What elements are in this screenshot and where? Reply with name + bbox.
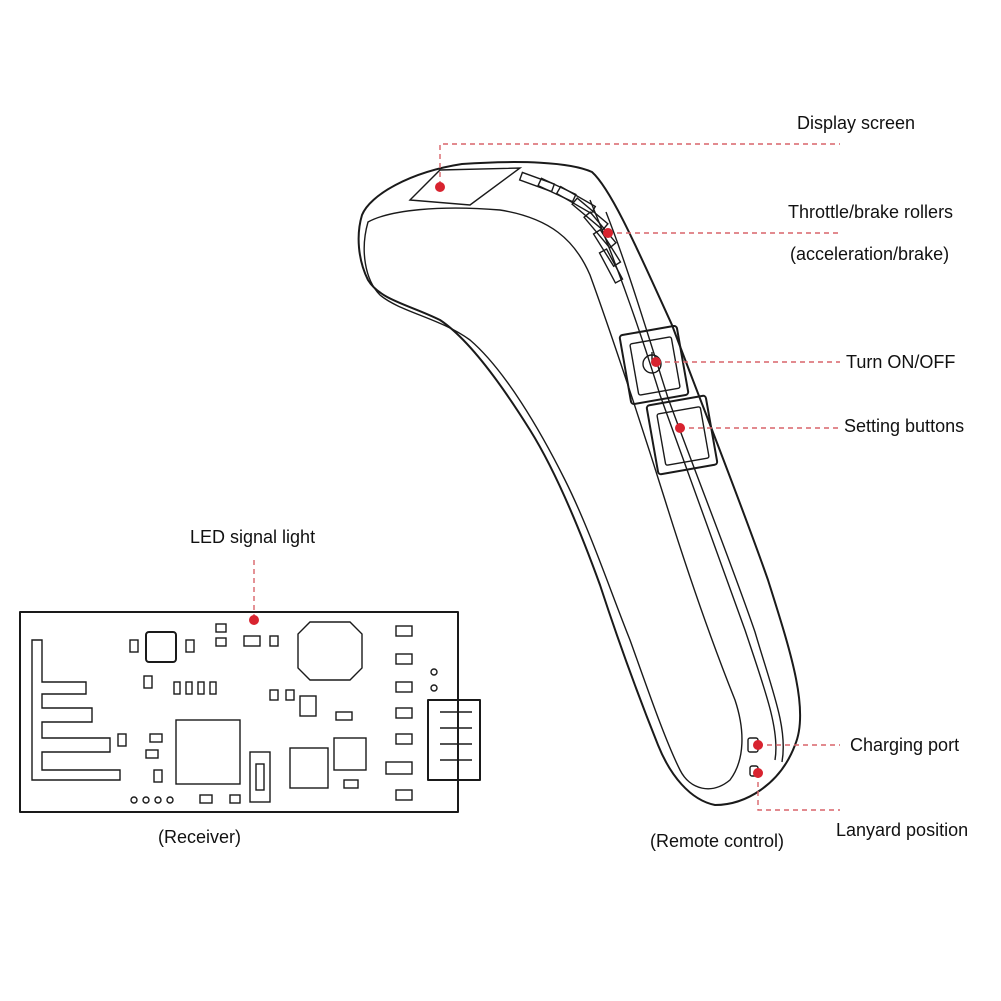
- square-module: [297, 621, 363, 681]
- callout-lines: [253, 143, 840, 811]
- throttle-rollers: [518, 171, 624, 284]
- caption-remote-control: (Remote control): [650, 831, 785, 851]
- dot-setting-buttons: [675, 423, 685, 433]
- remote-side-edge: [589, 199, 777, 761]
- small-components: [117, 623, 359, 804]
- dot-led-signal-light: [249, 615, 259, 625]
- reset-button-inner: [255, 763, 265, 791]
- label-charging-port: Charging port: [850, 735, 960, 755]
- receiver-pcb-outline: [19, 611, 459, 813]
- caption-receiver: (Receiver): [158, 827, 242, 847]
- callout-dots: [249, 182, 763, 778]
- dot-lanyard-position: [753, 768, 763, 778]
- setting-button-drawing: [645, 394, 719, 476]
- label-display-screen: Display screen: [797, 113, 916, 133]
- dot-charging-port: [753, 740, 763, 750]
- crystal-chip: [145, 631, 177, 663]
- dot-throttle-rollers: [603, 228, 613, 238]
- flash-chip: [289, 747, 329, 789]
- led-column: [385, 625, 438, 801]
- receiver-board-drawing: [19, 611, 481, 813]
- ic-chip: [333, 737, 367, 771]
- label-throttle-rollers: Throttle/brake rollers: [788, 202, 954, 222]
- reset-button: [249, 751, 271, 803]
- callout-lanyard-position: [757, 773, 840, 811]
- callout-display-screen: [439, 143, 840, 186]
- remote-front-face: [363, 207, 743, 790]
- dot-display-screen: [435, 182, 445, 192]
- label-turn-on-off: Turn ON/OFF: [846, 352, 956, 372]
- remote-body-outline: [357, 161, 802, 806]
- label-setting-buttons: Setting buttons: [844, 416, 965, 436]
- main-chip: [175, 719, 241, 785]
- dot-turn-on-off: [651, 357, 661, 367]
- label-led-signal-light: LED signal light: [190, 527, 316, 547]
- display-screen-window: [408, 167, 523, 206]
- board-connector: [427, 699, 481, 781]
- label-throttle-rollers-detail: (acceleration/brake): [790, 244, 950, 264]
- remote-control-drawing: [357, 161, 802, 806]
- remote-side-edge-inner: [605, 211, 784, 763]
- antenna-trace-icon: [31, 639, 121, 781]
- label-lanyard-position: Lanyard position: [836, 820, 969, 840]
